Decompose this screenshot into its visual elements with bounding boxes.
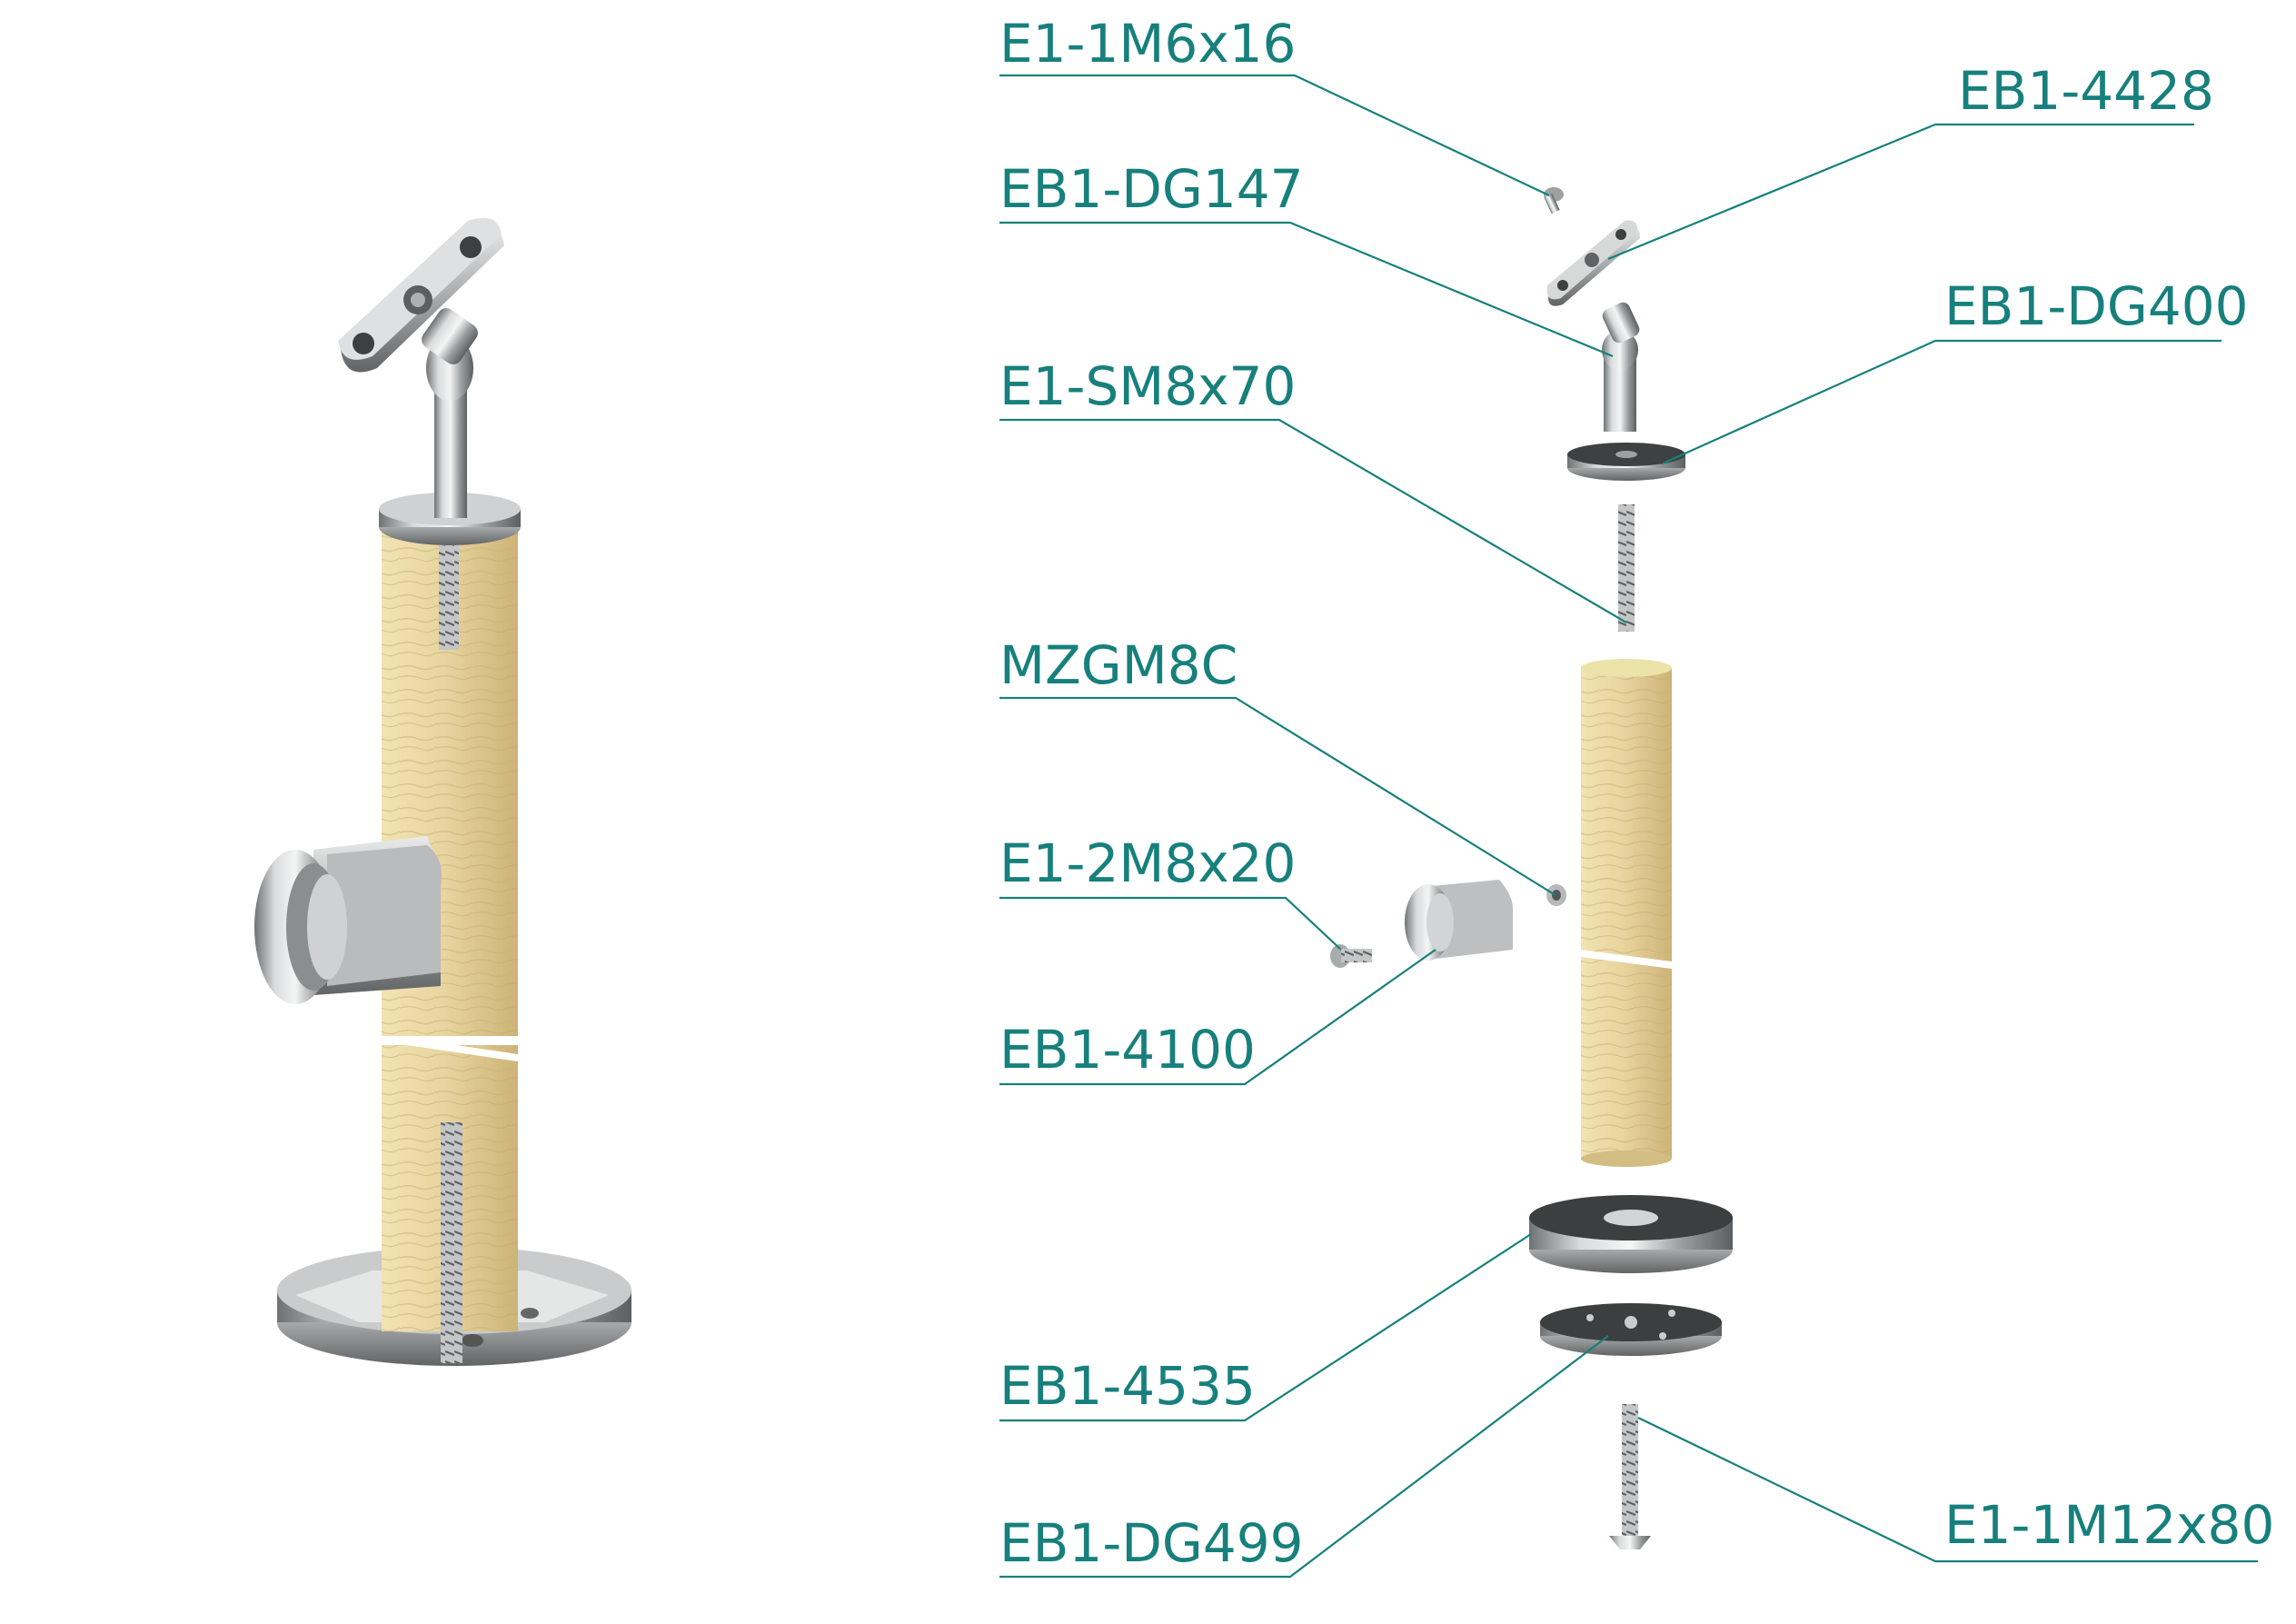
callout-e1-2m8x20: E1-2M8x20 — [999, 832, 1342, 951]
part-base-flange — [1529, 1195, 1733, 1273]
callout-eb1-dg147: EB1-DG147 — [999, 158, 1614, 358]
callout-eb1-4428: EB1-4428 — [1607, 60, 2214, 261]
assembled-swivel-joint — [422, 308, 478, 401]
part-top-ring — [1567, 443, 1685, 481]
label-e1-1m12x80: E1-1M12x80 — [1944, 1494, 2274, 1556]
label-eb1-dg400: EB1-DG400 — [1944, 275, 2249, 337]
label-eb1-4428: EB1-4428 — [1958, 60, 2214, 122]
label-e1-2m8x20: E1-2M8x20 — [999, 832, 1296, 894]
assembled-post — [254, 217, 631, 1366]
callout-e1-1m12x80: E1-1M12x80 — [1637, 1417, 2274, 1563]
label-eb1-dg147: EB1-DG147 — [999, 158, 1304, 220]
part-glass-clamp — [1405, 880, 1513, 961]
exploded-parts — [1330, 187, 1733, 1549]
label-eb1-4100: EB1-4100 — [999, 1019, 1256, 1081]
callout-eb1-4535: EB1-4535 — [999, 1233, 1532, 1422]
label-eb1-dg499: EB1-DG499 — [999, 1512, 1304, 1574]
assembled-hanger-bolt — [439, 545, 459, 650]
part-screw-m6x16 — [1544, 187, 1564, 214]
label-eb1-4535: EB1-4535 — [999, 1355, 1256, 1417]
part-screw-m8x20 — [1330, 944, 1372, 968]
assembled-glass-clamp — [254, 836, 442, 1004]
callout-eb1-4100: EB1-4100 — [999, 949, 1436, 1086]
callout-e1-1m6x16: E1-1M6x16 — [999, 13, 1550, 196]
assembled-wood-post-upper — [382, 532, 518, 1036]
callout-e1-sm8x70: E1-SM8x70 — [999, 355, 1627, 623]
assembled-saddle-plate — [338, 217, 504, 373]
part-threaded-insert — [1546, 884, 1566, 906]
part-swivel-tube — [1602, 302, 1640, 432]
assembled-anchor-stud — [441, 1122, 462, 1363]
label-e1-sm8x70: E1-SM8x70 — [999, 355, 1296, 417]
callout-mzgm8c: MZGM8C — [999, 634, 1556, 896]
label-mzgm8c: MZGM8C — [999, 634, 1237, 696]
callout-eb1-dg400: EB1-DG400 — [1662, 275, 2249, 465]
part-hanger-bolt — [1618, 504, 1635, 632]
part-wood-post — [1581, 659, 1672, 1167]
callouts: E1-1M6x16 EB1-4428 EB1-DG147 EB1-DG400 E… — [999, 13, 2274, 1579]
part-anchor-bolt — [1609, 1404, 1651, 1549]
part-base-disc — [1540, 1303, 1722, 1356]
label-e1-1m6x16: E1-1M6x16 — [999, 13, 1296, 75]
part-saddle-plate — [1546, 220, 1640, 306]
callout-eb1-dg499: EB1-DG499 — [999, 1335, 1609, 1579]
